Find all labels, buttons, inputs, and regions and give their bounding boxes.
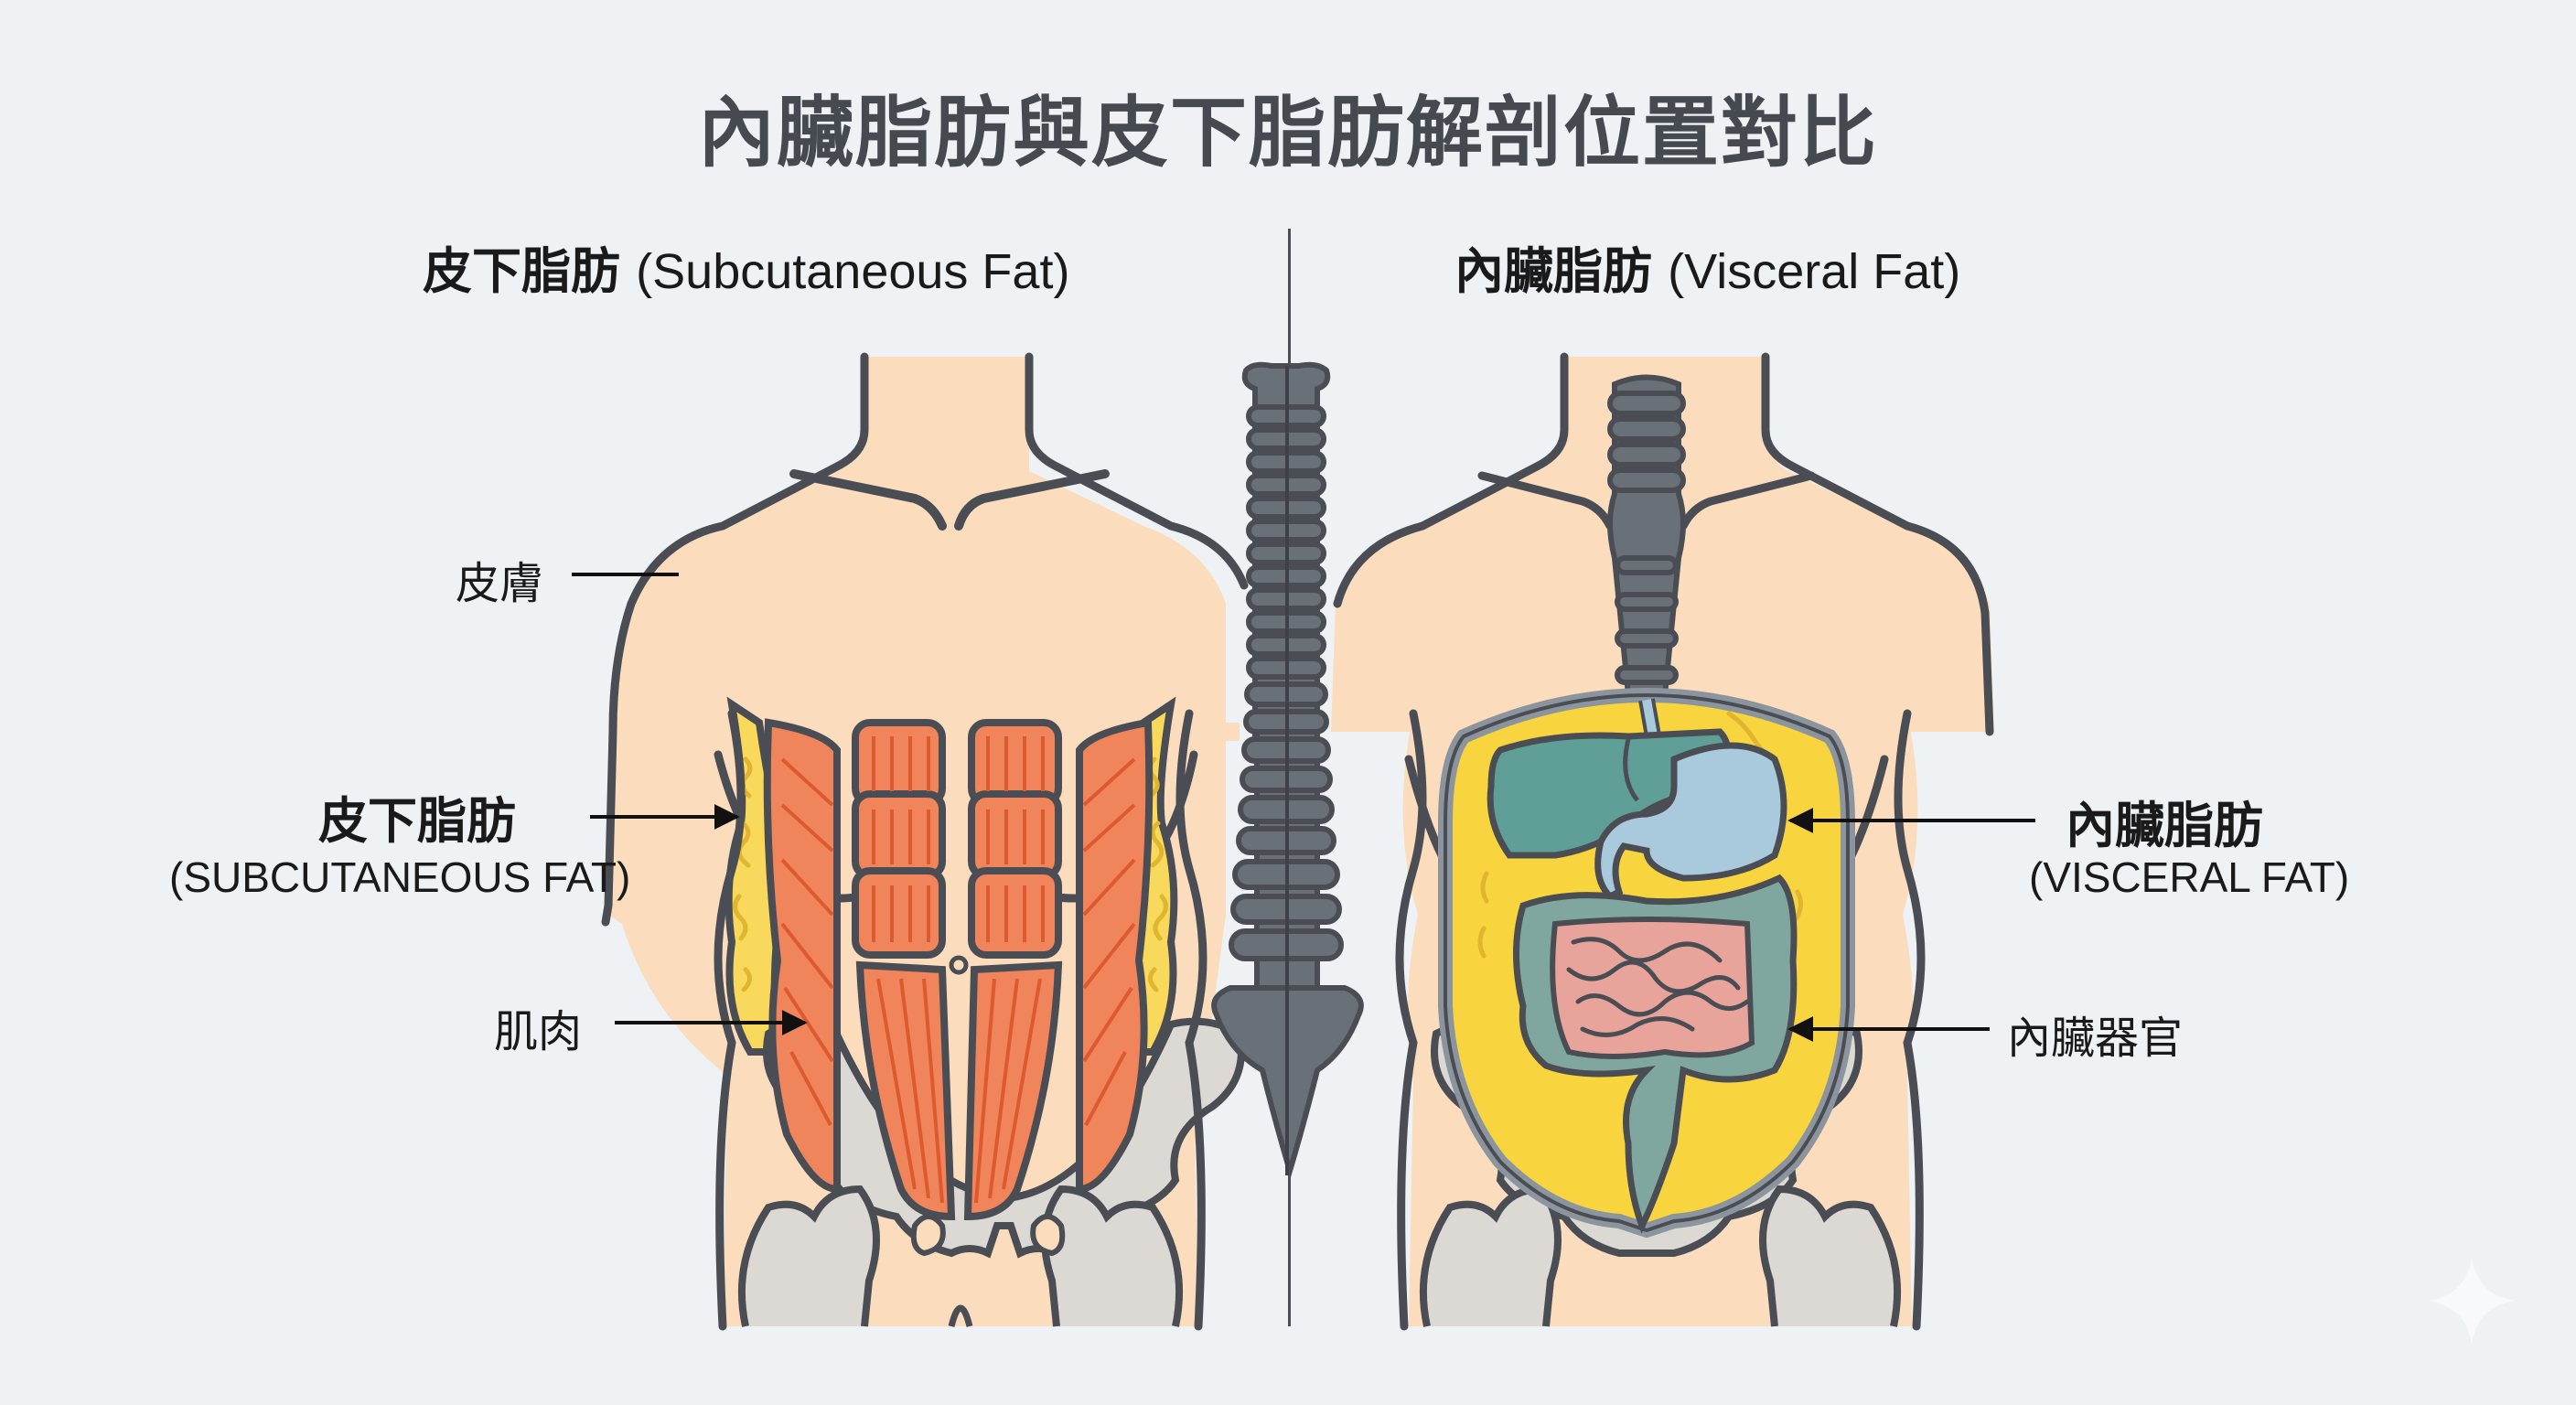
stomach bbox=[1594, 742, 1787, 901]
navel bbox=[949, 955, 969, 975]
subcutaneous-heading: 皮下脂肪 (Subcutaneous Fat) bbox=[423, 231, 1069, 303]
subcutaneous-fat-label-zh: 皮下脂肪 bbox=[318, 792, 516, 850]
organs-label: 內臟器官 bbox=[2007, 1013, 2184, 1064]
annotation-lines bbox=[572, 573, 2035, 1042]
visceral-heading-zh: 內臟脂肪 bbox=[1454, 242, 1652, 300]
visceral-fat-label-en: (VISCERAL FAT) bbox=[2029, 853, 2350, 901]
sparkle-icon bbox=[2428, 1257, 2516, 1345]
subcutaneous-heading-zh: 皮下脂肪 bbox=[423, 242, 620, 300]
page-title: 內臟脂肪與皮下脂肪解剖位置對比 bbox=[697, 88, 1878, 177]
visceral-heading-en: (Visceral Fat) bbox=[1668, 244, 1961, 299]
visceral-heading: 內臟脂肪 (Visceral Fat) bbox=[1454, 231, 1960, 303]
subcutaneous-heading-en: (Subcutaneous Fat) bbox=[636, 244, 1070, 299]
right-torso bbox=[1331, 352, 1994, 1331]
small-intestine bbox=[1550, 917, 1755, 1059]
visceral-fat-label-zh: 內臟脂肪 bbox=[2066, 797, 2263, 854]
left-torso bbox=[601, 352, 1249, 1331]
spine-icon bbox=[1211, 361, 1364, 1181]
skin-label: 皮膚 bbox=[456, 558, 544, 609]
subcutaneous-fat-label-en: (SUBCUTANEOUS FAT) bbox=[169, 853, 631, 901]
muscle-label: 肌肉 bbox=[494, 1006, 583, 1057]
